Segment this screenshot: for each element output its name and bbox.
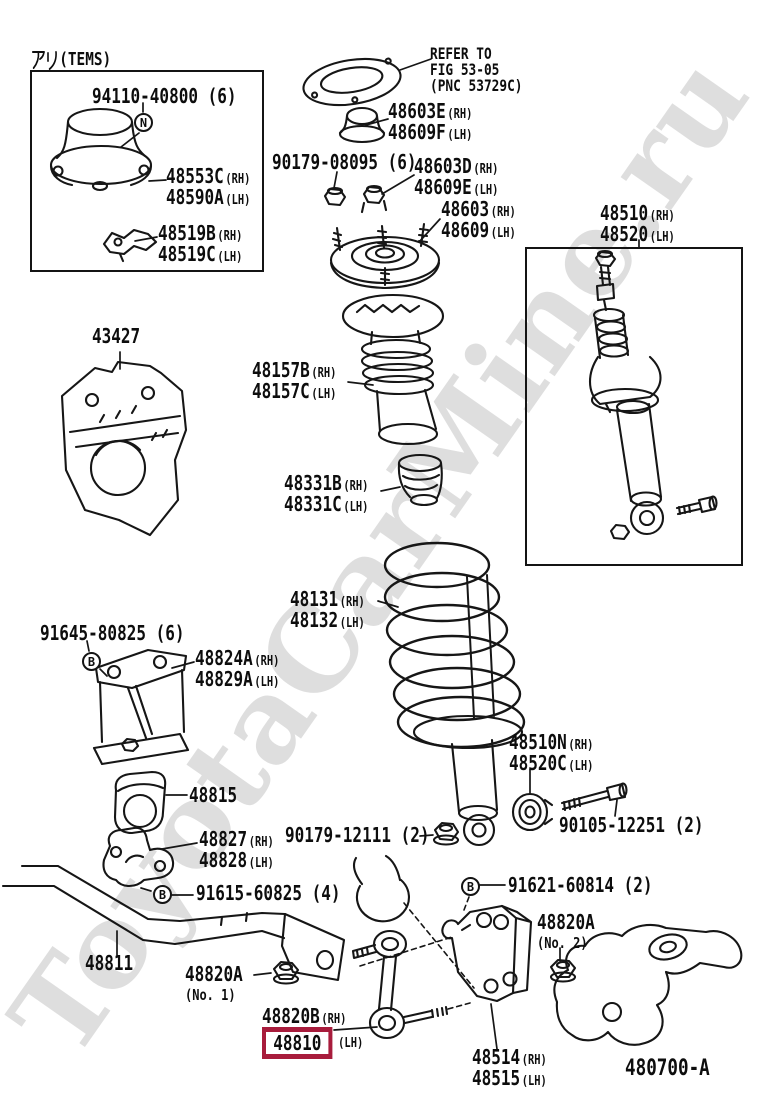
part-label-94110-40800: 94110-40800 (6): [92, 84, 237, 108]
bump-stop-48331-drawing: [397, 453, 443, 507]
part-label-48131-48132: 48131(RH) 48132(LH): [290, 587, 365, 632]
part-label-48811: 48811: [85, 951, 134, 975]
tems-title-suffix: (TEMS): [59, 49, 112, 70]
marker-circle-b2: B: [153, 885, 172, 904]
bracket-48514-drawing: [441, 904, 533, 1003]
dashed-leader-lines: [359, 896, 475, 1010]
nuts-90179-08095-drawing: [323, 184, 388, 214]
arm-end-drawing: [352, 854, 410, 923]
nut-90179-12111-drawing: [432, 821, 460, 846]
nut-48820a-no2-drawing: [549, 958, 577, 983]
tems-title: アリ (TEMS): [32, 48, 111, 70]
clamp-48827-drawing: [102, 826, 175, 888]
part-label-91621-60814: 91621-60814 (2): [508, 873, 653, 897]
knuckle-arm-drawing: [553, 923, 743, 1046]
shock-absorber-48510-drawing: [588, 249, 718, 541]
highlighted-part-number: 48810: [273, 1031, 322, 1055]
marker-circle-n: N: [134, 113, 153, 132]
part-label-48553c-48590a: 48553C(RH) 48590A(LH): [166, 164, 251, 209]
tems-option-box: [30, 70, 264, 272]
cap-48603e-drawing: [338, 106, 386, 144]
part-label-90179-08095: 90179-08095 (6): [272, 150, 417, 174]
shock-assembly-box: [525, 247, 743, 566]
part-label-48827-48828: 48827(RH) 48828(LH): [199, 827, 274, 872]
highlighted-part-box: 48810: [262, 1027, 333, 1059]
part-label-48820b-48810: 48820B(RH) 48810 (LH): [262, 1006, 363, 1059]
part-label-48510-48520: 48510(RH) 48520(LH): [600, 201, 675, 246]
kana-ari-glyphs: [32, 51, 57, 70]
nut-48820a-no1-drawing: [272, 960, 300, 985]
support-mount-48603-drawing: [329, 222, 441, 290]
part-label-48815: 48815: [189, 783, 238, 807]
part-label-48603e-48609f: 48603E(RH) 48609F(LH): [388, 99, 473, 144]
part-label-48157b-48157c: 48157B(RH) 48157C(LH): [252, 358, 337, 403]
tems-actuator-drawing: [49, 107, 153, 192]
stabilizer-link-48810-drawing: [351, 929, 449, 1040]
bracket-48824a-drawing: [92, 648, 190, 766]
leader-lines: [86, 58, 640, 1050]
figure-code-label: 480700-A: [625, 1056, 710, 1081]
gasket-plate-drawing: [302, 57, 402, 107]
shock-lower-body-drawing: [412, 714, 524, 847]
refer-note: REFER TO FIG 53-05 (PNC 53729C): [430, 44, 523, 95]
part-label-48519b-48519c: 48519B(RH) 48519C(LH): [158, 221, 243, 266]
coil-spring-48131-drawing: [383, 541, 526, 749]
part-label-48514-48515: 48514(RH) 48515(LH): [472, 1045, 547, 1090]
part-label-48603d-48609e: 48603D(RH) 48609E(LH): [414, 154, 499, 199]
part-label-48820a-no1: 48820A (No. 1): [185, 962, 243, 1005]
bushing-48510n-bolt-drawing: [511, 782, 628, 832]
stabilizer-bar-48811-drawing: [1, 864, 346, 982]
part-label-90179-12111: 90179-12111 (2): [285, 823, 430, 847]
dust-boot-48157-drawing: [341, 293, 445, 446]
bushing-48815-drawing: [113, 770, 167, 835]
part-label-91645-80825: 91645-80825 (6): [40, 621, 185, 645]
part-label-48510n-48520c: 48510N(RH) 48520C(LH): [509, 730, 594, 775]
part-label-48820a-no2: 48820A (No. 2): [537, 910, 595, 953]
part-label-43427: 43427: [92, 324, 141, 348]
part-label-48331b-48331c: 48331B(RH) 48331C(LH): [284, 471, 369, 516]
part-label-48824a-48829a: 48824A(RH) 48829A(LH): [195, 646, 280, 691]
bracket-43427-drawing: [60, 360, 188, 537]
part-label-90105-12251: 90105-12251 (2): [559, 813, 704, 837]
part-label-91615-60825: 91615-60825 (4): [196, 881, 341, 905]
marker-circle-b1: B: [82, 652, 101, 671]
marker-circle-b3: B: [461, 877, 480, 896]
bracket-48519-drawing: [102, 228, 158, 263]
part-label-48603-48609: 48603(RH) 48609(LH): [441, 197, 516, 242]
